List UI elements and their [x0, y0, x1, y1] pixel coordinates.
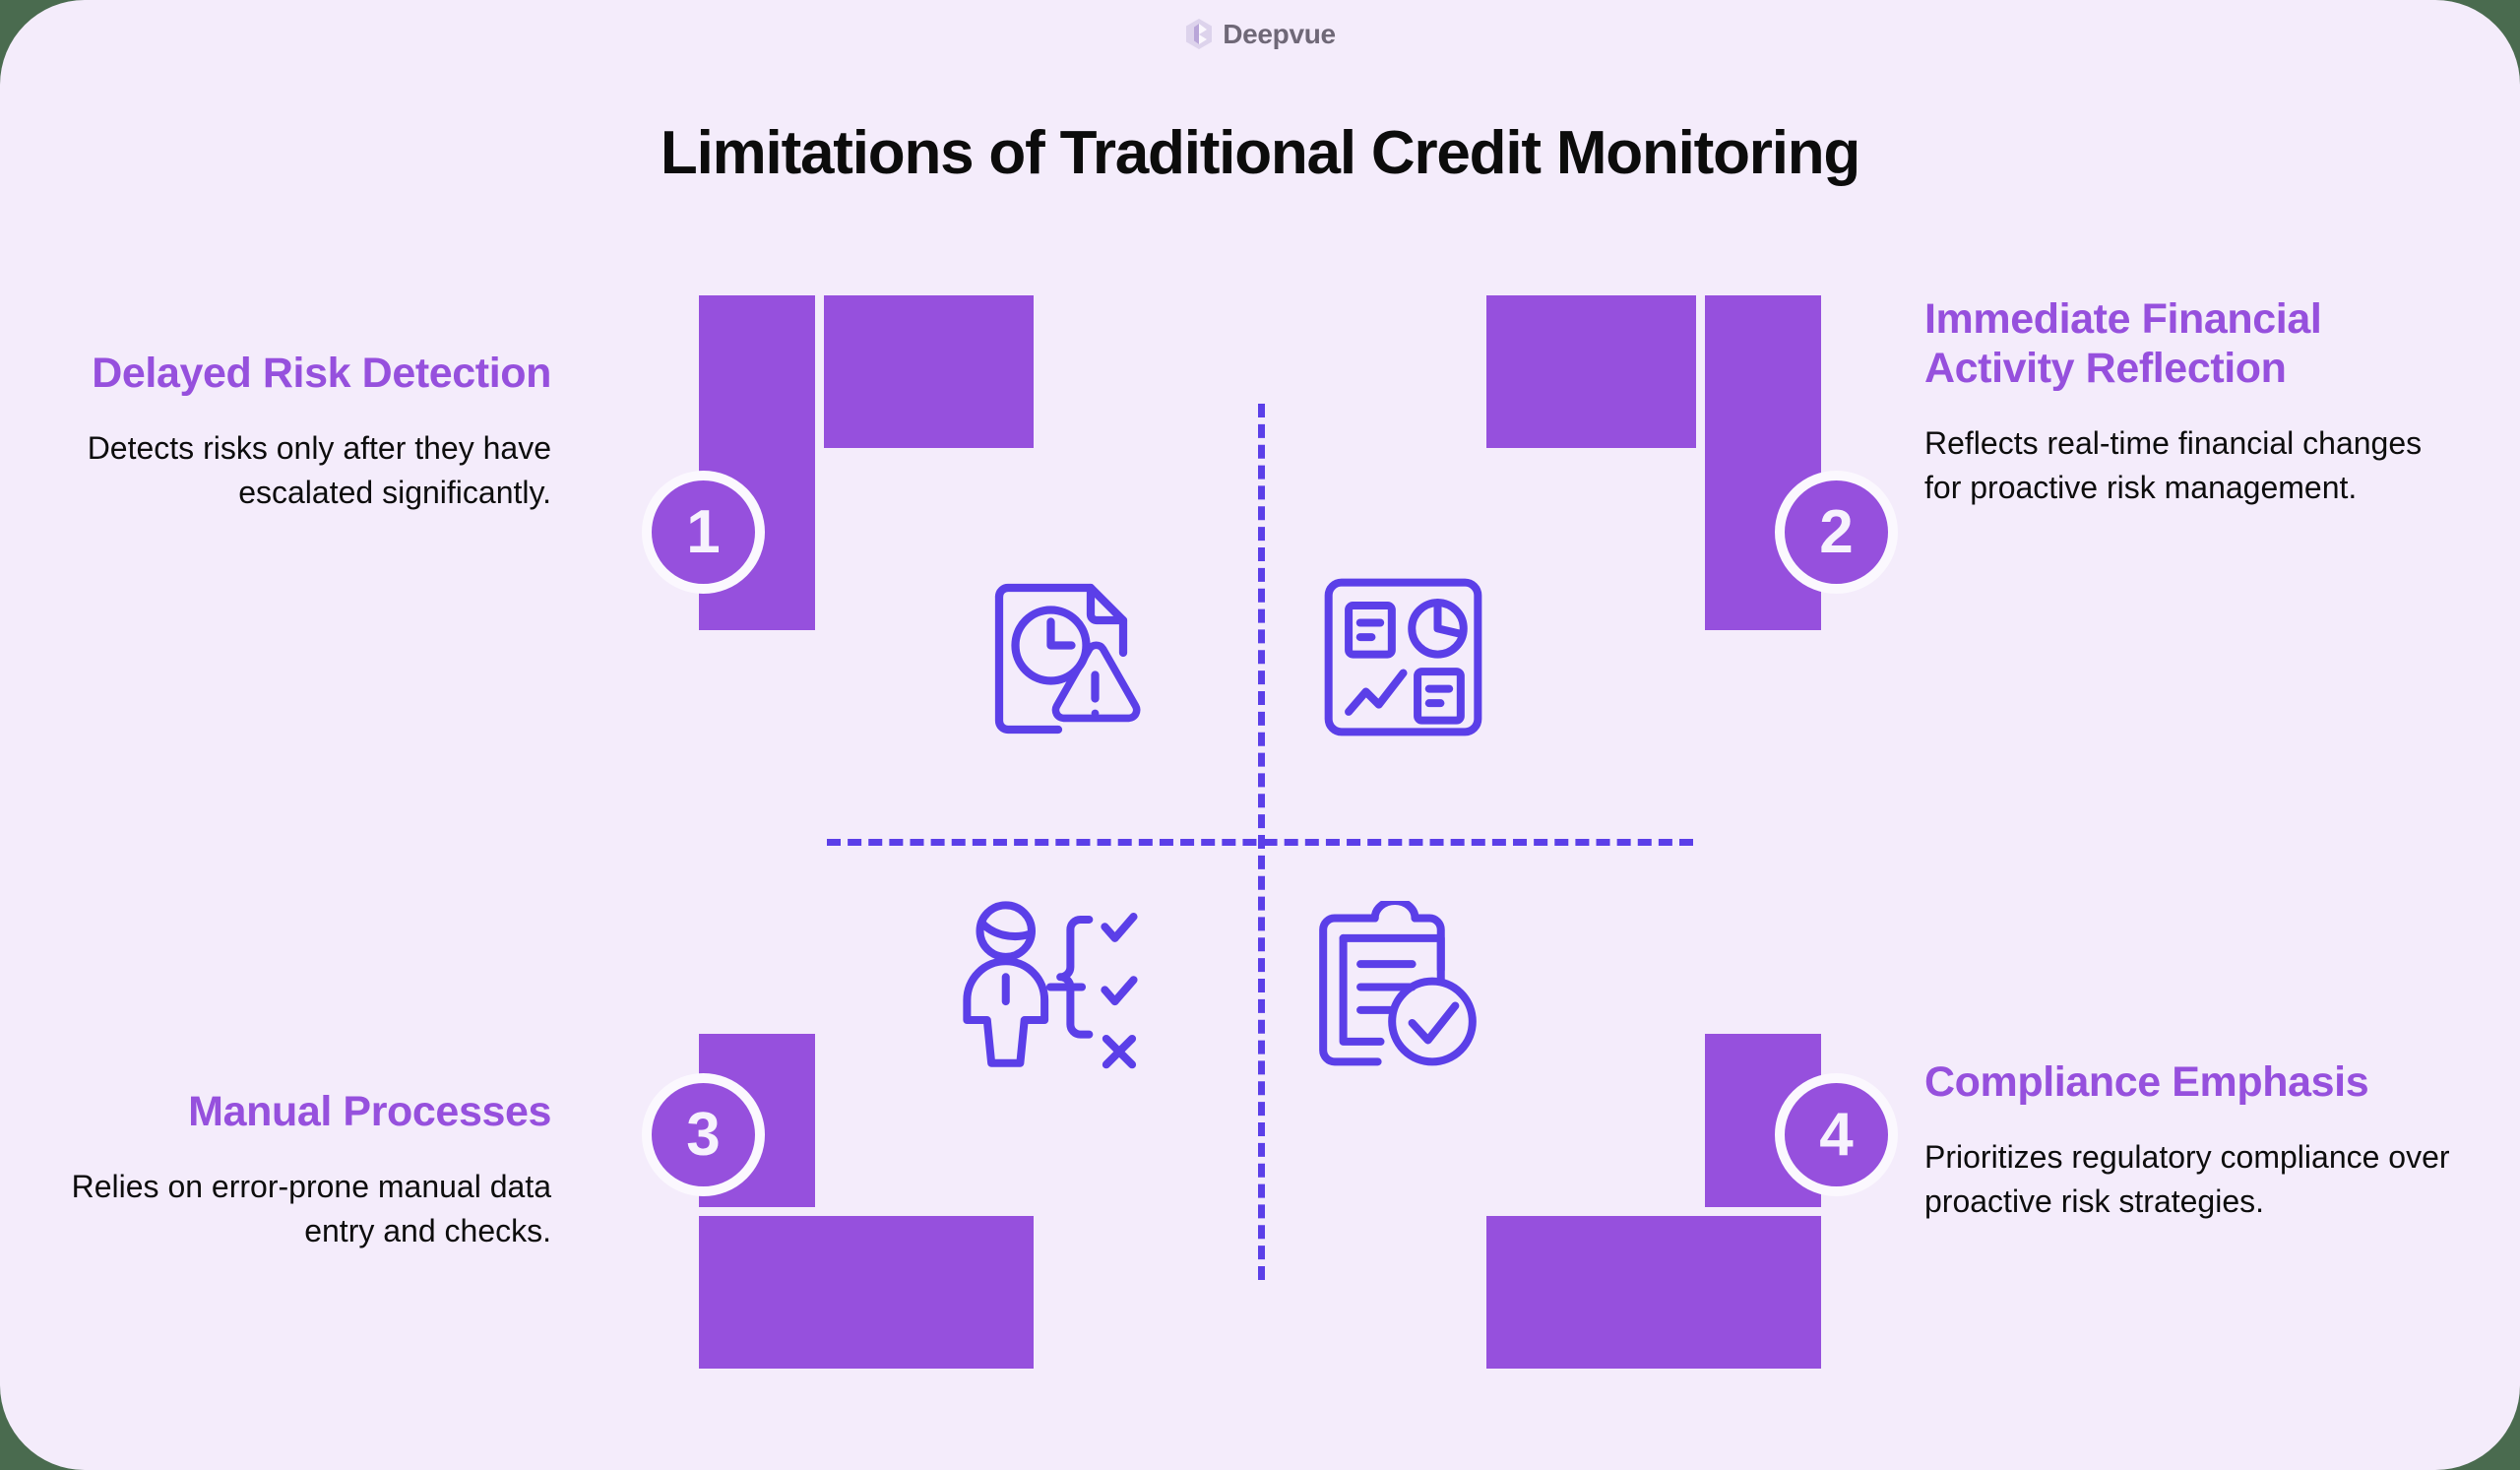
number-badge-1[interactable]: 1 [642, 471, 765, 594]
person-checklist-icon [963, 901, 1138, 1069]
dashboard-analytics-icon [1324, 578, 1482, 736]
item-4-text-block: Compliance Emphasis Prioritizes regulato… [1924, 1058, 2456, 1225]
number-badge-2[interactable]: 2 [1775, 471, 1898, 594]
item-2-heading: Immediate Financial Activity Reflection [1924, 295, 2322, 392]
lshape-quadrant-4 [1486, 1034, 1821, 1369]
lshape-bar [699, 1216, 1034, 1369]
item-2-body: Reflects real-time financial changes for… [1924, 424, 2423, 506]
lshape-bar [1486, 1216, 1821, 1369]
brand-logo: Deepvue [0, 18, 2520, 50]
divider-vertical [1258, 404, 1265, 1280]
page-title: Limitations of Traditional Credit Monito… [660, 119, 1860, 187]
lshape-quadrant-3 [699, 1034, 1034, 1369]
item-4-heading: Compliance Emphasis [1924, 1058, 2369, 1106]
item-3-text-block: Manual Processes Relies on error-prone m… [20, 1088, 552, 1254]
item-1-heading: Delayed Risk Detection [92, 350, 551, 397]
item-1-body: Detects risks only after they have escal… [87, 429, 551, 511]
document-clock-warning-icon [994, 583, 1141, 735]
number-badge-4[interactable]: 4 [1775, 1073, 1898, 1196]
item-3-heading: Manual Processes [188, 1088, 551, 1135]
lshape-quadrant-2 [1486, 295, 1821, 630]
lshape-quadrant-1 [699, 295, 1034, 630]
item-3-body: Relies on error-prone manual data entry … [71, 1168, 551, 1249]
item-1-text-block: Delayed Risk Detection Detects risks onl… [20, 350, 552, 516]
hexagon-logo-icon [1186, 19, 1213, 49]
item-2-text-block: Immediate Financial Activity Reflection … [1924, 295, 2456, 511]
item-4-body: Prioritizes regulatory compliance over p… [1924, 1138, 2450, 1220]
diagram-canvas: 1 2 3 4 [642, 295, 1898, 1369]
brand-name: Deepvue [1223, 18, 1336, 49]
clipboard-check-icon [1319, 901, 1477, 1066]
number-badge-3[interactable]: 3 [642, 1073, 765, 1196]
